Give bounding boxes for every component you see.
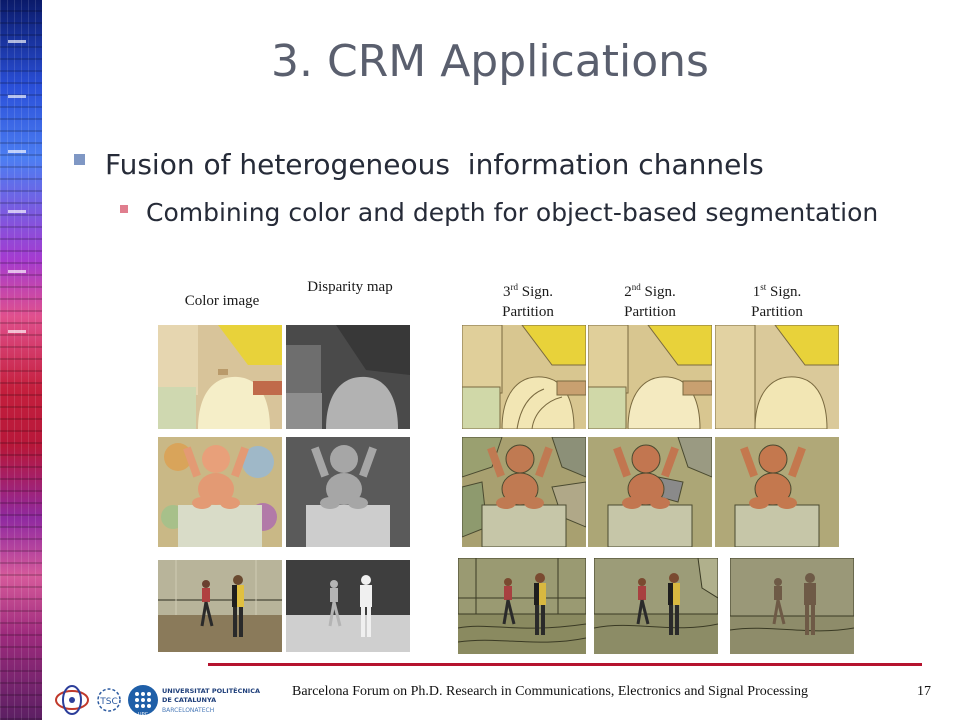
page-number: 17 (917, 684, 931, 699)
color-image-row1 (158, 325, 282, 429)
bullet-square-icon (120, 205, 128, 213)
color-image-row3 (158, 560, 282, 652)
bullet-main-text: Fusion of heterogeneous information chan… (105, 148, 764, 181)
bullet-sub: Combining color and depth for object-bas… (120, 198, 878, 227)
column-label-disparity-map: Disparity map (307, 279, 393, 295)
svg-text:DE CATALUNYA: DE CATALUNYA (162, 696, 216, 704)
svg-text:UNIVERSITAT POLITÈCNICA: UNIVERSITAT POLITÈCNICA (162, 686, 260, 695)
disparity-map-row3 (286, 560, 410, 652)
slide-title: 3. CRM Applications (271, 36, 709, 87)
column-label-3rd-sign-partition: 3rd Sign. Partition (502, 282, 554, 320)
svg-text:BARCELONATECH: BARCELONATECH (162, 707, 214, 714)
partition-1st-row1 (715, 325, 839, 429)
partition-3rd-row2 (462, 437, 586, 547)
partition-2nd-row3 (594, 558, 718, 654)
research-group-logo (52, 682, 92, 718)
bullet-square-icon (74, 154, 85, 165)
partition-3rd-row3 (458, 558, 586, 654)
svg-text:TSC: TSC (99, 697, 118, 707)
tsc-logo: TSC (96, 682, 122, 718)
column-label-1st-sign-partition: 1st Sign. Partition (751, 282, 803, 320)
side-decoration-image (0, 0, 42, 720)
partition-1st-row3 (730, 558, 854, 654)
bullet-main: Fusion of heterogeneous information chan… (74, 148, 764, 181)
partition-2nd-row2 (588, 437, 712, 547)
disparity-map-row1 (286, 325, 410, 429)
footer-rule (208, 663, 922, 666)
color-image-row2 (158, 437, 282, 547)
bullet-sub-text: Combining color and depth for object-bas… (146, 198, 879, 227)
partition-2nd-row1 (588, 325, 712, 429)
column-label-2nd-sign-partition: 2nd Sign. Partition (624, 282, 676, 320)
column-label-color-image: Color image (184, 293, 260, 309)
partition-3rd-row1 (462, 325, 586, 429)
partition-1st-row2 (715, 437, 839, 547)
disparity-map-row2 (286, 437, 410, 547)
upc-logo: UPC UNIVERSITAT POLITÈCNICA DE CATALUNYA… (126, 682, 272, 718)
svg-text:UPC: UPC (138, 712, 149, 718)
footer-text: Barcelona Forum on Ph.D. Research in Com… (292, 684, 808, 699)
